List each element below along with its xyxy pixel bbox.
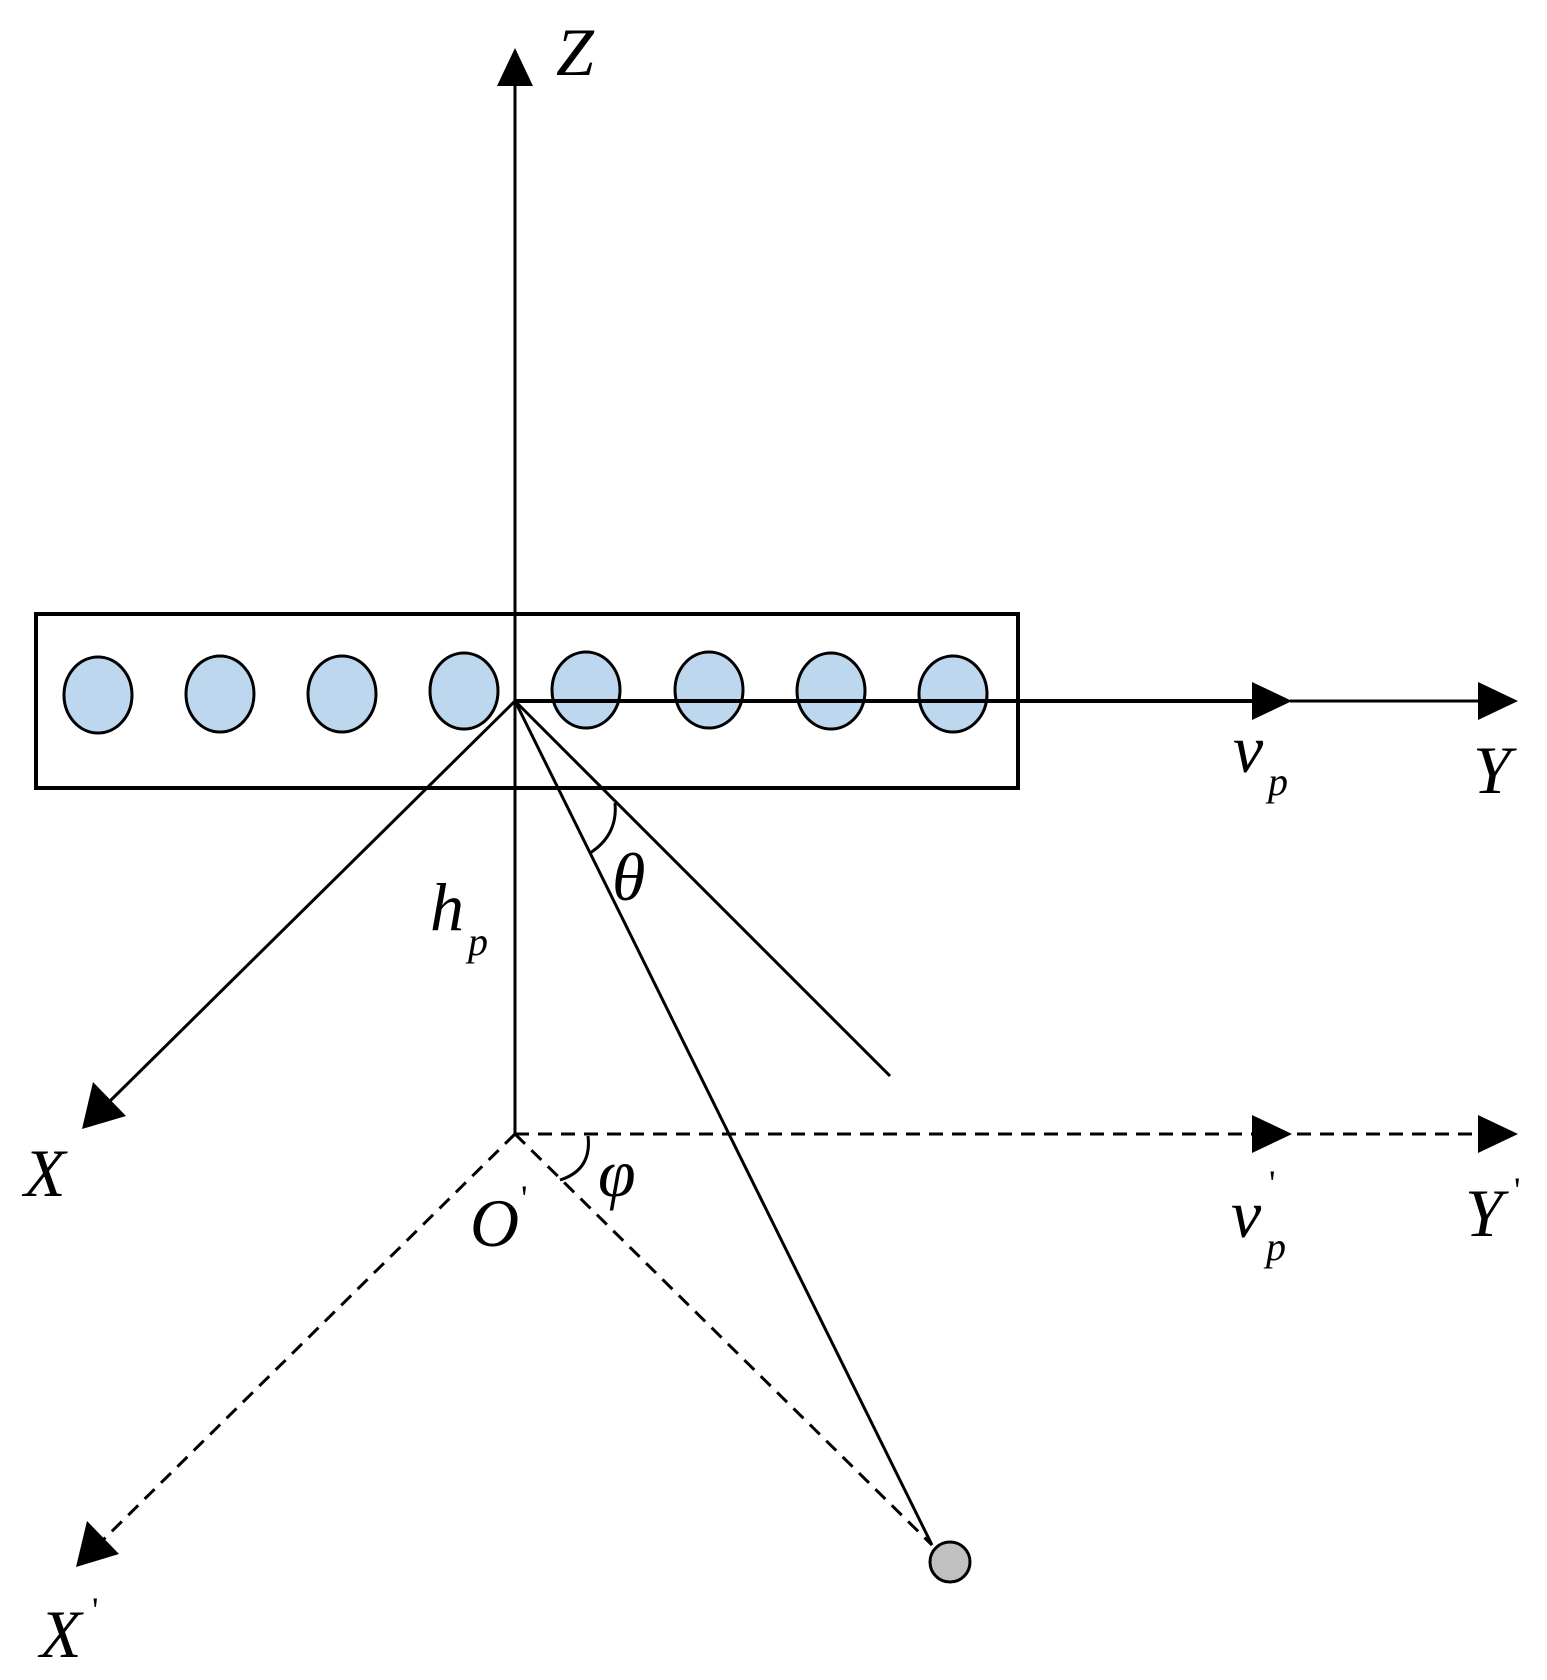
height-subscript: p [465, 919, 488, 964]
ground-velocity-arrowhead [1252, 1115, 1292, 1153]
phi-angle-arc [559, 1135, 590, 1182]
velocity-subscript: p [1265, 759, 1288, 804]
velocity-arrowhead [1252, 682, 1292, 720]
array-element [795, 651, 867, 731]
ground-projection-line [513, 1132, 934, 1547]
array-element [673, 650, 745, 730]
origin-prime-mark: ' [521, 1178, 528, 1218]
ground-velocity-label: v [1231, 1176, 1262, 1252]
array-element [306, 654, 378, 734]
array-element [917, 654, 989, 734]
x-prime-axis [101, 1132, 517, 1542]
y-prime-axis-label: Y [1465, 1175, 1509, 1251]
array-element [550, 650, 622, 730]
x-axis-arrowhead [82, 1082, 126, 1129]
x-axis-label: X [21, 1135, 68, 1211]
y-prime-axis-prime-mark: ' [1514, 1170, 1521, 1210]
x-axis [108, 699, 517, 1103]
x-prime-axis-arrowhead [76, 1521, 119, 1567]
z-axis-label: Z [556, 14, 595, 90]
y-axis-label: Y [1473, 732, 1517, 808]
z-axis-arrowhead [497, 48, 533, 86]
target-point [928, 1540, 972, 1584]
ground-velocity-subscript: p [1263, 1224, 1286, 1269]
height-label: h [430, 869, 464, 945]
y-prime-axis-arrowhead [1478, 1115, 1518, 1153]
slant-range-line [513, 700, 934, 1546]
array-element [428, 651, 500, 731]
x-prime-axis-prime-mark: ' [92, 1590, 99, 1630]
array-elements [62, 650, 989, 735]
x-prime-axis-label: X [37, 1596, 84, 1672]
velocity-label: v [1233, 711, 1264, 787]
array-element [184, 654, 256, 734]
origin-prime-label: O [470, 1185, 519, 1261]
beam-edge-line [513, 699, 892, 1078]
theta-angle-arc [589, 802, 617, 855]
array-element [62, 655, 134, 735]
ground-velocity-prime-mark: ' [1269, 1163, 1276, 1203]
theta-label: θ [612, 839, 645, 915]
phi-label: φ [598, 1135, 636, 1211]
y-axis-arrowhead [1478, 682, 1518, 720]
